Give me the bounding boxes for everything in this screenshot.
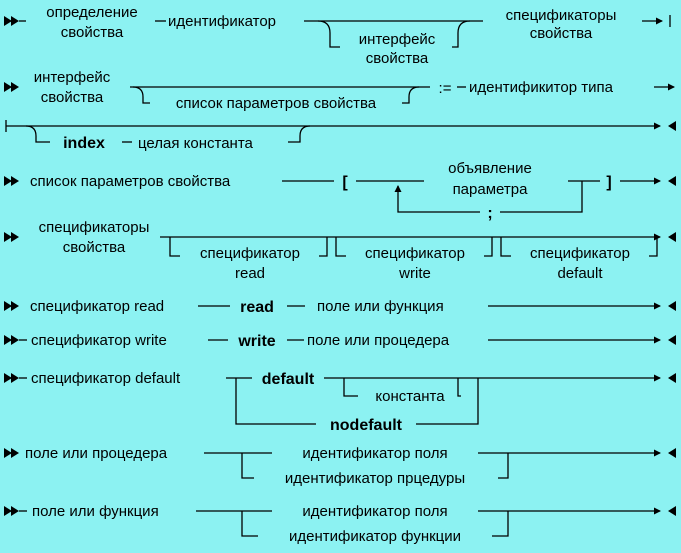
start-marker-icon bbox=[4, 373, 19, 383]
start-marker-icon bbox=[4, 301, 19, 311]
read-keyword: read bbox=[240, 299, 274, 316]
field-or-function-ref: поле или функция bbox=[317, 298, 444, 315]
write-keyword: write bbox=[237, 333, 275, 350]
property-specifiers-ref-line2: свойства bbox=[530, 25, 593, 42]
start-marker-icon bbox=[4, 176, 19, 186]
nodefault-keyword: nodefault bbox=[330, 417, 403, 434]
rule-property-definition: определение свойства идентификатор интер… bbox=[4, 4, 671, 67]
rule-property-specifiers: спецификаторы свойства спецификатор read… bbox=[4, 219, 676, 282]
optional-property-interface-line2: свойства bbox=[366, 50, 429, 67]
term-field-or-function: поле или функция bbox=[32, 503, 159, 520]
start-marker-icon bbox=[4, 448, 19, 458]
term-property-specifiers-line2: свойства bbox=[63, 239, 126, 256]
integer-constant-label: целая константа bbox=[138, 135, 254, 152]
left-bracket: [ bbox=[342, 174, 348, 191]
index-keyword: index bbox=[63, 135, 105, 152]
procedure-identifier-ref: идентификатор прцедуры bbox=[285, 470, 465, 487]
term-property-definition-line2: свойства bbox=[61, 24, 124, 41]
constant-ref: константа bbox=[375, 388, 445, 405]
end-marker-icon bbox=[668, 121, 676, 131]
end-marker-icon bbox=[668, 373, 676, 383]
rule-field-or-procedure: поле или процедера идентификатор поля ид… bbox=[4, 445, 676, 487]
field-identifier-ref: идентификатор поля bbox=[302, 445, 447, 462]
identifier-label: идентификатор bbox=[168, 13, 276, 30]
default-keyword: default bbox=[262, 371, 315, 388]
default-specifier-ref-line2: default bbox=[557, 265, 603, 282]
term-property-interface: интерфейс bbox=[34, 69, 111, 86]
default-specifier-ref: спецификатор bbox=[530, 245, 630, 262]
start-marker-icon bbox=[4, 16, 19, 26]
start-marker-icon bbox=[4, 335, 19, 345]
end-marker-icon bbox=[668, 506, 676, 516]
rule-field-or-function: поле или функция идентификатор поля иден… bbox=[4, 503, 676, 545]
term-default-specifier: спецификатор default bbox=[31, 370, 181, 387]
write-specifier-ref-line2: write bbox=[398, 265, 431, 282]
term-field-or-procedure: поле или процедера bbox=[25, 445, 168, 462]
start-marker-icon bbox=[4, 232, 19, 242]
separator-semicolon: ; bbox=[487, 205, 492, 222]
assign-operator: := bbox=[439, 80, 452, 97]
type-identifier-label: идентификитор типа bbox=[469, 79, 614, 96]
term-property-interface-line2: свойства bbox=[41, 89, 104, 106]
end-marker-icon bbox=[668, 232, 676, 242]
rule-write-specifier: спецификатор write write поле или процед… bbox=[4, 332, 676, 350]
start-marker-icon bbox=[4, 82, 19, 92]
function-identifier-ref: идентификатор функции bbox=[289, 528, 461, 545]
end-marker-icon bbox=[668, 176, 676, 186]
optional-param-list: список параметров свойства bbox=[176, 95, 377, 112]
end-marker-icon bbox=[668, 301, 676, 311]
start-marker-icon bbox=[4, 506, 19, 516]
rule-property-interface: интерфейс свойства список параметров сво… bbox=[4, 69, 676, 152]
param-declaration-ref: объявление bbox=[448, 160, 532, 177]
end-marker-icon bbox=[668, 335, 676, 345]
term-property-definition: определение bbox=[46, 4, 138, 21]
property-specifiers-ref: спецификаторы bbox=[506, 7, 617, 24]
field-or-procedure-ref: поле или процедера bbox=[307, 332, 450, 349]
read-specifier-ref-line2: read bbox=[235, 265, 265, 282]
rule-read-specifier: спецификатор read read поле или функция bbox=[4, 298, 676, 316]
rule-default-specifier: спецификатор default default константа n… bbox=[4, 370, 676, 434]
rule-param-list: список параметров свойства [ объявление … bbox=[4, 160, 676, 222]
term-read-specifier: спецификатор read bbox=[30, 298, 164, 315]
param-declaration-ref-line2: параметра bbox=[453, 181, 529, 198]
right-bracket: ] bbox=[606, 174, 611, 191]
term-param-list: список параметров свойства bbox=[30, 173, 231, 190]
read-specifier-ref: спецификатор bbox=[200, 245, 300, 262]
field-identifier-ref: идентификатор поля bbox=[302, 503, 447, 520]
term-property-specifiers: спецификаторы bbox=[39, 219, 150, 236]
end-marker-icon bbox=[668, 448, 676, 458]
term-write-specifier: спецификатор write bbox=[31, 332, 167, 349]
optional-property-interface: интерфейс bbox=[359, 31, 436, 48]
write-specifier-ref: спецификатор bbox=[365, 245, 465, 262]
